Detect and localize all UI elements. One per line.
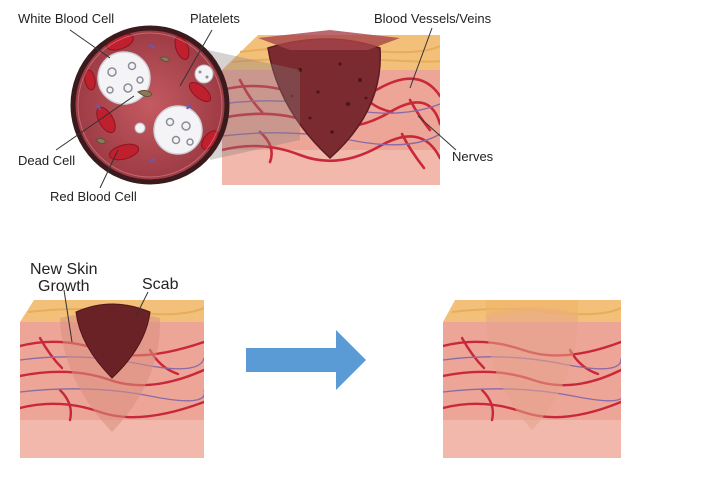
magnifier-bubble-icon: [70, 25, 230, 185]
leader-lines-top: [55, 27, 457, 189]
healed-skin-block: [443, 300, 621, 458]
platelets-cluster: [134, 64, 214, 134]
red-blood-cells: [84, 33, 219, 161]
label-new-skin-line2: Growth: [38, 278, 90, 295]
label-blood-vessels: Blood Vessels/Veins: [374, 11, 492, 26]
label-nerves: Nerves: [452, 149, 494, 164]
magnifier-connector: [208, 50, 300, 160]
wound-skin-block: [222, 30, 440, 185]
white-blood-cells: [97, 51, 203, 155]
healed-region: [486, 307, 578, 430]
particles: [96, 43, 192, 162]
scab-icon: [75, 303, 151, 379]
label-red-blood-cell: Red Blood Cell: [50, 189, 137, 204]
label-platelets: Platelets: [190, 11, 240, 26]
dead-cells: [95, 56, 171, 145]
scab-skin-block: [20, 300, 204, 458]
leader-lines-bottom: [63, 289, 149, 343]
right-arrow-icon: [246, 330, 366, 390]
label-white-blood-cell: White Blood Cell: [18, 11, 115, 26]
label-dead-cell: Dead Cell: [18, 153, 76, 168]
wound-texture: [290, 62, 368, 134]
label-new-skin-line1: New Skin: [30, 261, 98, 278]
label-scab: Scab: [142, 276, 179, 293]
